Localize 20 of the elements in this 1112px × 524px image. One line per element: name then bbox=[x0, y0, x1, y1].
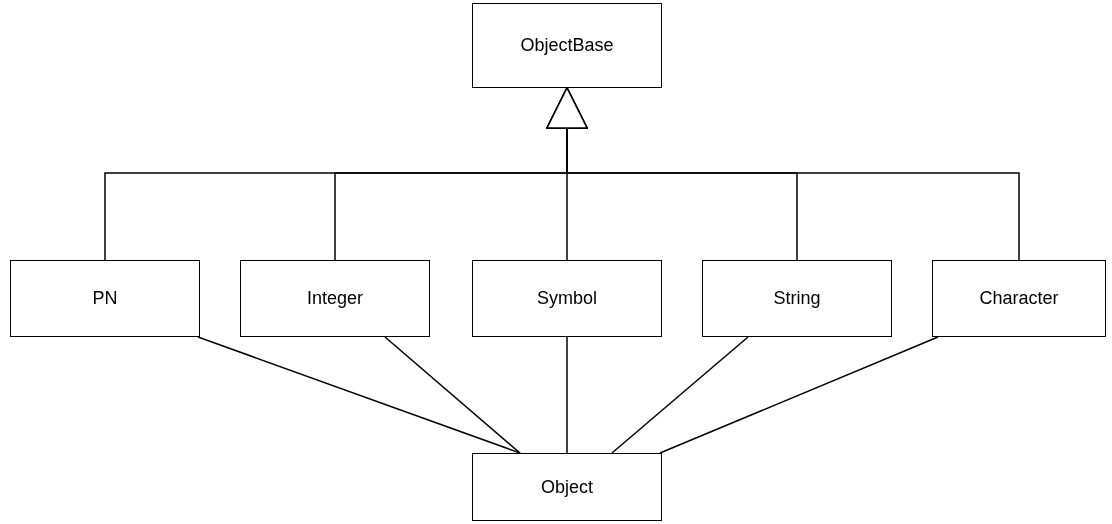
class-name: String bbox=[773, 288, 821, 309]
class-box bbox=[932, 260, 1106, 337]
class-name: Symbol bbox=[537, 288, 597, 309]
class-box bbox=[472, 3, 662, 88]
class-name: Character bbox=[979, 288, 1059, 309]
class-name: PN bbox=[92, 288, 118, 309]
class-name: Integer bbox=[306, 288, 363, 309]
connector-line bbox=[566, 336, 568, 454]
connector-line bbox=[384, 336, 521, 454]
class-box bbox=[472, 453, 662, 521]
class-box bbox=[702, 260, 892, 337]
class-box bbox=[240, 260, 430, 337]
class-box bbox=[10, 260, 200, 337]
inheritance-arrow bbox=[546, 87, 1020, 261]
class-box bbox=[472, 260, 662, 337]
connector-line bbox=[197, 336, 521, 454]
class-name: ObjectBase bbox=[520, 35, 614, 56]
connector-line bbox=[611, 336, 749, 454]
class-name: Object bbox=[541, 476, 593, 498]
connector-line bbox=[659, 336, 939, 454]
